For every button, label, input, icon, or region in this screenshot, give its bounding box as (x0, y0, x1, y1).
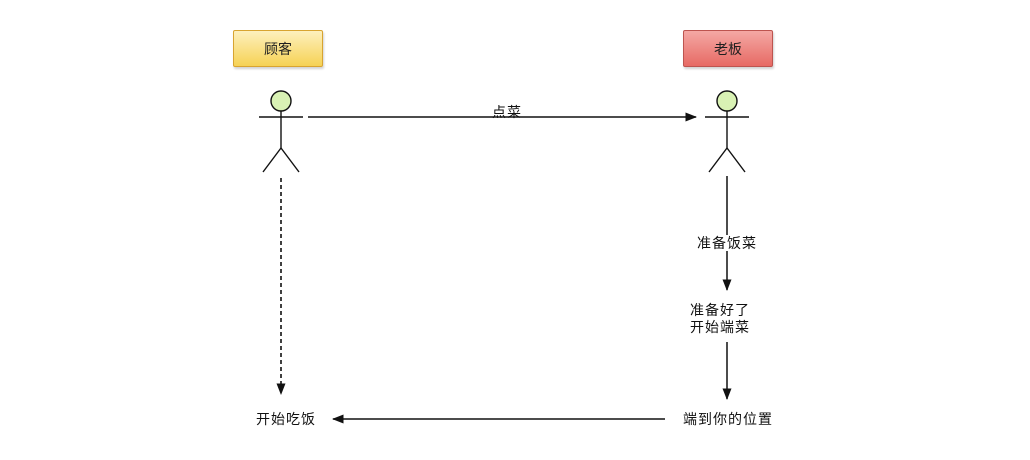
ready-status-text: 准备好了 开始端菜 (670, 302, 770, 336)
actor-customer-label: 顾客 (264, 40, 292, 57)
ready-status-line1: 准备好了 (690, 302, 750, 318)
serve-position-text: 端到你的位置 (683, 411, 773, 427)
start-eating-text: 开始吃饭 (256, 411, 316, 427)
actor-boss-box: 老板 (683, 30, 773, 67)
order-arrow-label: 点菜 (492, 104, 522, 120)
ready-status-line2: 开始端菜 (690, 319, 750, 335)
customer-stick-figure-icon (259, 90, 303, 173)
actor-boss-label: 老板 (714, 40, 742, 57)
boss-stick-figure-icon (705, 90, 749, 173)
prepare-arrow-label: 准备饭菜 (685, 235, 769, 251)
actor-customer-box: 顾客 (233, 30, 323, 67)
